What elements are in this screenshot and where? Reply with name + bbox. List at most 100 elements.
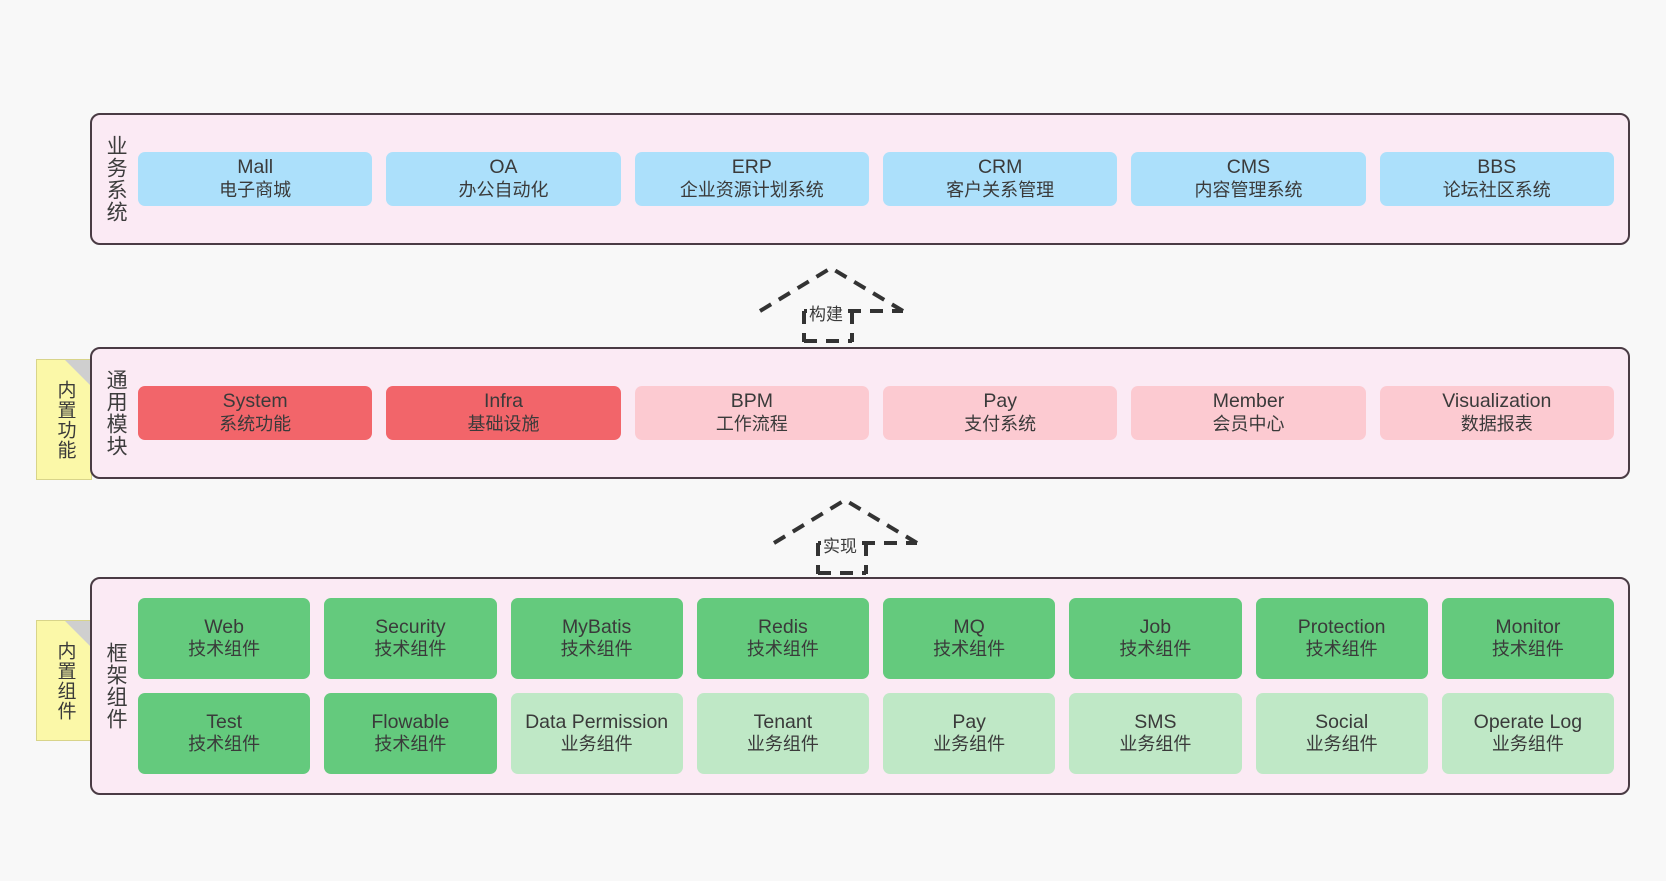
box-cms[interactable]: CMS 内容管理系统 — [1131, 152, 1366, 206]
box-subtitle: 技术组件 — [374, 734, 447, 755]
connector-build: 构建 — [758, 262, 908, 343]
layer-label-business-systems: 业务系统 — [104, 135, 128, 223]
box-subtitle: 技术组件 — [188, 734, 261, 755]
box-title: Monitor — [1495, 615, 1561, 638]
box-mall[interactable]: Mall 电子商城 — [138, 152, 373, 206]
box-mybatis[interactable]: MyBatis 技术组件 — [510, 598, 683, 679]
box-protection[interactable]: Protection 技术组件 — [1255, 598, 1428, 679]
box-member[interactable]: Member 会员中心 — [1131, 386, 1366, 440]
box-subtitle: 系统功能 — [219, 413, 292, 434]
box-oa[interactable]: OA 办公自动化 — [386, 152, 621, 206]
box-title: SMS — [1134, 710, 1177, 733]
box-title: MQ — [953, 615, 985, 638]
note-fold-corner — [65, 360, 91, 386]
box-subtitle: 电子商城 — [219, 179, 292, 200]
box-subtitle: 工作流程 — [715, 413, 788, 434]
box-security[interactable]: Security 技术组件 — [324, 598, 497, 679]
box-title: CRM — [977, 156, 1023, 179]
box-title: Job — [1139, 615, 1172, 638]
box-title: Social — [1315, 710, 1369, 733]
box-title: Protection — [1297, 615, 1386, 638]
note-fold-corner — [65, 621, 91, 647]
box-subtitle: 业务组件 — [933, 734, 1006, 755]
box-title: Redis — [757, 615, 808, 638]
box-web[interactable]: Web 技术组件 — [138, 598, 311, 679]
box-subtitle: 技术组件 — [560, 639, 633, 660]
box-title: Security — [375, 615, 446, 638]
box-social[interactable]: Social 业务组件 — [1255, 693, 1428, 774]
box-subtitle: 客户关系管理 — [946, 179, 1055, 200]
box-job[interactable]: Job 技术组件 — [1069, 598, 1242, 679]
box-monitor[interactable]: Monitor 技术组件 — [1441, 598, 1614, 679]
box-subtitle: 技术组件 — [374, 639, 447, 660]
note-text: 内置功能 — [54, 379, 76, 460]
box-bpm[interactable]: BPM 工作流程 — [634, 386, 869, 440]
box-title: CMS — [1226, 156, 1271, 179]
box-title: Member — [1212, 390, 1285, 413]
box-pay-module[interactable]: Pay 支付系统 — [882, 386, 1118, 440]
note-text: 内置组件 — [54, 640, 76, 721]
box-visualization[interactable]: Visualization 数据报表 — [1379, 386, 1614, 440]
layer-label-common-modules: 通用模块 — [104, 369, 128, 457]
layer-common-modules: 通用模块 System 系统功能 Infra 基础设施 BPM 工作流程 Pay… — [90, 347, 1630, 479]
box-subtitle: 基础设施 — [467, 413, 540, 434]
layer-business-systems: 业务系统 Mall 电子商城 OA 办公自动化 ERP 企业资源计划系统 CRM… — [90, 113, 1630, 245]
box-subtitle: 技术组件 — [1491, 639, 1564, 660]
box-title: ERP — [731, 156, 772, 179]
box-subtitle: 技术组件 — [188, 639, 261, 660]
box-subtitle: 技术组件 — [1305, 639, 1378, 660]
box-operate-log[interactable]: Operate Log 业务组件 — [1441, 693, 1614, 774]
box-title: MyBatis — [561, 615, 632, 638]
box-subtitle: 论坛社区系统 — [1442, 179, 1551, 200]
note-builtin-functions: 内置功能 — [36, 359, 92, 480]
box-title: OA — [489, 156, 518, 179]
box-subtitle: 技术组件 — [1119, 639, 1192, 660]
box-subtitle: 内容管理系统 — [1194, 179, 1303, 200]
box-redis[interactable]: Redis 技术组件 — [696, 598, 869, 679]
box-title: Tenant — [753, 710, 813, 733]
note-builtin-components: 内置组件 — [36, 620, 92, 741]
box-tenant[interactable]: Tenant 业务组件 — [696, 693, 869, 774]
common-modules-row: System 系统功能 Infra 基础设施 BPM 工作流程 Pay 支付系统… — [138, 386, 1614, 440]
box-mq[interactable]: MQ 技术组件 — [883, 598, 1056, 679]
box-subtitle: 企业资源计划系统 — [679, 179, 824, 200]
box-bbs[interactable]: BBS 论坛社区系统 — [1379, 152, 1614, 206]
box-system[interactable]: System 系统功能 — [138, 386, 373, 440]
box-flowable[interactable]: Flowable 技术组件 — [324, 693, 497, 774]
box-title: Infra — [483, 390, 523, 413]
connector-implement-label: 实现 — [821, 532, 859, 557]
box-subtitle: 技术组件 — [933, 639, 1006, 660]
box-title: Mall — [237, 156, 274, 179]
box-pay-component[interactable]: Pay 业务组件 — [883, 693, 1056, 774]
box-data-permission[interactable]: Data Permission 业务组件 — [510, 693, 683, 774]
box-title: Pay — [952, 710, 986, 733]
box-subtitle: 办公自动化 — [458, 179, 549, 200]
layer-label-framework-components: 框架组件 — [104, 642, 128, 730]
box-subtitle: 业务组件 — [1305, 734, 1378, 755]
box-erp[interactable]: ERP 企业资源计划系统 — [634, 152, 869, 206]
box-subtitle: 业务组件 — [746, 734, 819, 755]
layer-framework-components: 框架组件 Web 技术组件 Security 技术组件 MyBatis 技术组件… — [90, 577, 1630, 795]
box-title: Test — [206, 710, 242, 733]
connector-implement: 实现 — [772, 494, 922, 575]
box-title: Data Permission — [525, 710, 669, 733]
connector-build-label: 构建 — [807, 300, 845, 325]
box-subtitle: 数据报表 — [1460, 413, 1533, 434]
box-subtitle: 支付系统 — [964, 413, 1037, 434]
box-test[interactable]: Test 技术组件 — [138, 693, 311, 774]
box-sms[interactable]: SMS 业务组件 — [1069, 693, 1242, 774]
box-title: Flowable — [371, 710, 450, 733]
box-infra[interactable]: Infra 基础设施 — [386, 386, 621, 440]
box-title: BPM — [730, 390, 773, 413]
framework-tech-row: Web 技术组件 Security 技术组件 MyBatis 技术组件 Redi… — [138, 598, 1614, 679]
box-subtitle: 业务组件 — [560, 734, 633, 755]
box-crm[interactable]: CRM 客户关系管理 — [882, 152, 1118, 206]
box-title: System — [222, 390, 288, 413]
box-title: Web — [204, 615, 244, 638]
business-systems-row: Mall 电子商城 OA 办公自动化 ERP 企业资源计划系统 CRM 客户关系… — [138, 152, 1614, 206]
box-subtitle: 业务组件 — [1119, 734, 1192, 755]
box-subtitle: 技术组件 — [746, 639, 819, 660]
box-title: Pay — [983, 390, 1017, 413]
box-subtitle: 业务组件 — [1491, 734, 1564, 755]
